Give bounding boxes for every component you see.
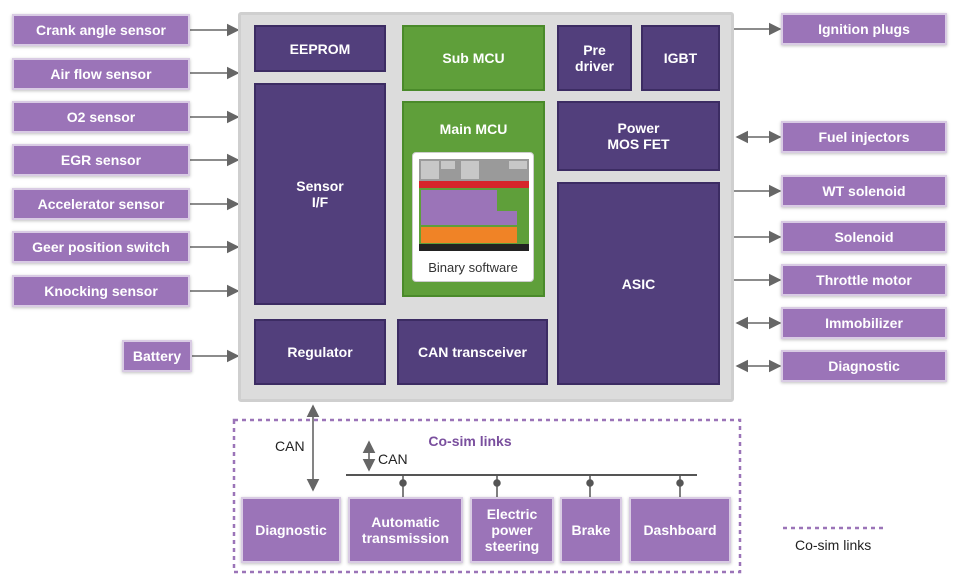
air-flow-sensor: Air flow sensor bbox=[12, 58, 190, 90]
sensor-arrows bbox=[190, 22, 782, 492]
knocking-sensor: Knocking sensor bbox=[12, 275, 190, 307]
igbt-block: IGBT bbox=[641, 25, 720, 91]
fuel-injectors: Fuel injectors bbox=[781, 121, 947, 153]
cosim-links-title: Co-sim links bbox=[428, 433, 512, 449]
network-electric-power-steering: Electric power steering bbox=[470, 497, 554, 563]
power-mos-fet-block: Power MOS FET bbox=[557, 101, 720, 171]
binary-software-label: Binary software bbox=[428, 260, 518, 275]
battery: Battery bbox=[122, 340, 192, 372]
solenoid: Solenoid bbox=[781, 221, 947, 253]
diagnostic-output: Diagnostic bbox=[781, 350, 947, 382]
throttle-motor: Throttle motor bbox=[781, 264, 947, 296]
accelerator-sensor: Accelerator sensor bbox=[12, 188, 190, 220]
network-dashboard: Dashboard bbox=[629, 497, 731, 563]
wt-solenoid: WT solenoid bbox=[781, 175, 947, 207]
binary-software-icon: Binary software bbox=[412, 152, 534, 282]
main-mcu-label: Main MCU bbox=[439, 121, 508, 137]
network-diagnostic: Diagnostic bbox=[241, 497, 341, 563]
egr-sensor: EGR sensor bbox=[12, 144, 190, 176]
network-automatic-transmission: Automatic transmission bbox=[348, 497, 463, 563]
network-cosim-region bbox=[232, 418, 742, 574]
legend-label: Co-sim links bbox=[795, 537, 872, 553]
can-bus-label: CAN bbox=[378, 451, 408, 467]
eeprom-block: EEPROM bbox=[254, 25, 386, 72]
o2-sensor: O2 sensor bbox=[12, 101, 190, 133]
asic-block: ASIC bbox=[557, 182, 720, 385]
software-red-bar bbox=[419, 181, 529, 188]
can-transceiver-block: CAN transceiver bbox=[397, 319, 548, 385]
gear-position-switch: Geer position switch bbox=[12, 231, 190, 263]
crank-angle-sensor: Crank angle sensor bbox=[12, 14, 190, 46]
network-brake: Brake bbox=[560, 497, 622, 563]
regulator-block: Regulator bbox=[254, 319, 386, 385]
sub-mcu-block: Sub MCU bbox=[402, 25, 545, 91]
immobilizer: Immobilizer bbox=[781, 307, 947, 339]
sensor-if-block: Sensor I/F bbox=[254, 83, 386, 305]
bus-taps bbox=[399, 475, 684, 497]
pre-driver-block: Pre driver bbox=[557, 25, 632, 91]
can-label-left: CAN bbox=[275, 438, 305, 454]
ignition-plugs: Ignition plugs bbox=[781, 13, 947, 45]
